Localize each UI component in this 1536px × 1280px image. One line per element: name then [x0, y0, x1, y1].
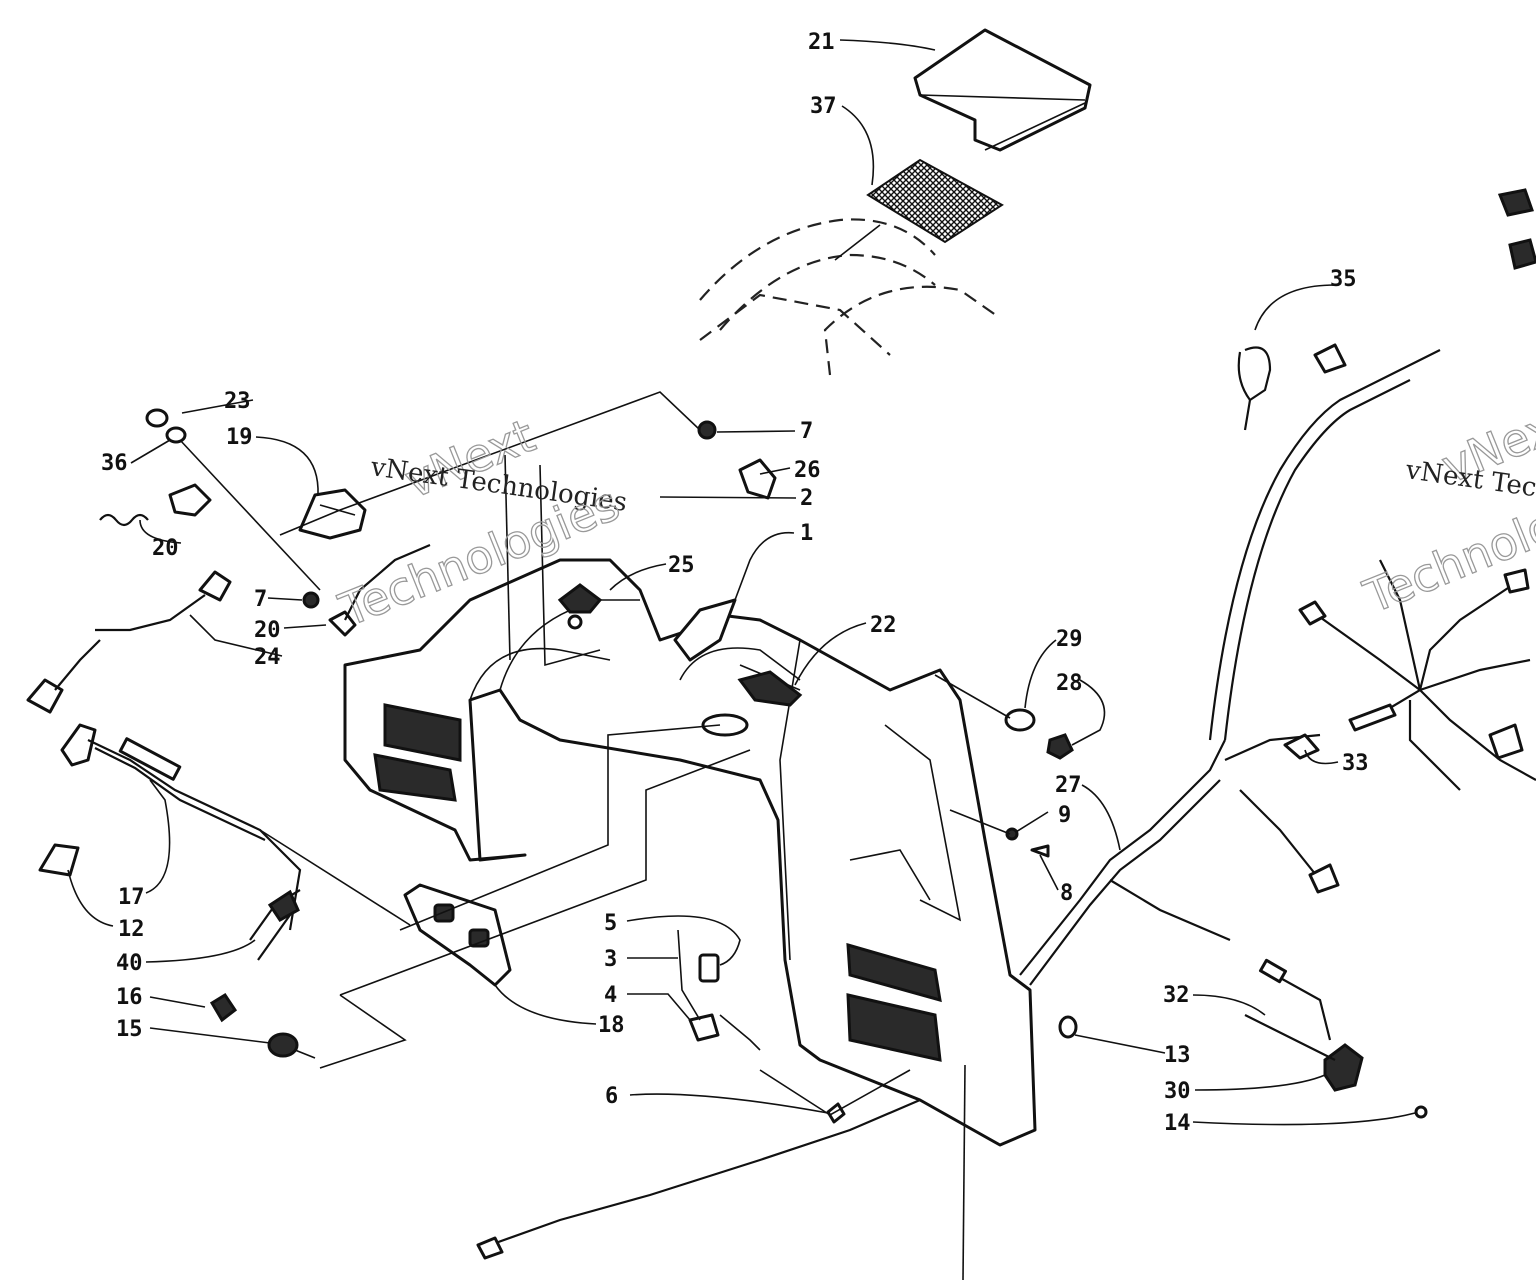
- callout-30: 30: [1164, 1079, 1191, 1104]
- bracket-part-19: [298, 488, 367, 540]
- callout-13: 13: [1164, 1043, 1191, 1068]
- callout-8: 8: [1060, 881, 1073, 906]
- cable-part-40: [249, 889, 301, 961]
- callout-29: 29: [1056, 627, 1083, 652]
- nut-part-28: [1046, 733, 1074, 760]
- callout-7-top: 7: [800, 419, 813, 444]
- callout-4: 4: [604, 983, 617, 1008]
- callout-22: 22: [870, 613, 897, 638]
- screw-part-8: [1030, 844, 1050, 858]
- callout-16: 16: [116, 985, 143, 1010]
- connector-top-right: [1497, 188, 1534, 217]
- washer-part-13: [1058, 1015, 1078, 1039]
- callout-labels: 21 37 23 19 36 20 7 20 24 7 26 2 1 25 22…: [101, 30, 1369, 1136]
- strap-part-35: [1237, 346, 1272, 431]
- nut-part-7-top: [697, 420, 717, 440]
- assembly-lines: [179, 391, 1011, 1280]
- callout-23: 23: [224, 389, 251, 414]
- key-switch-part-15: [267, 1032, 316, 1059]
- plate-part-18: [403, 883, 512, 987]
- callout-15: 15: [116, 1017, 143, 1042]
- callout-32: 32: [1163, 983, 1190, 1008]
- switch-part-30: [1244, 958, 1364, 1092]
- bolt-part-6: [826, 1102, 846, 1124]
- throttle-cable-part-17: [60, 723, 302, 931]
- washer-part-29: [1004, 708, 1036, 732]
- callout-24: 24: [254, 645, 281, 670]
- callout-3: 3: [604, 947, 617, 972]
- callout-2: 2: [800, 486, 813, 511]
- callout-20-bottom: 20: [254, 618, 281, 643]
- callout-1: 1: [800, 521, 813, 546]
- callout-7-left: 7: [254, 587, 267, 612]
- nut-part-7-left: [302, 591, 320, 609]
- callout-37: 37: [810, 94, 837, 119]
- panel-part-1: [673, 598, 737, 662]
- callout-12: 12: [118, 917, 145, 942]
- connector-right: [1508, 238, 1536, 270]
- bracket-part-4: [677, 929, 720, 1042]
- washer-part-36: [165, 426, 187, 444]
- callout-28: 28: [1056, 671, 1083, 696]
- grommet-part-22: [737, 670, 803, 707]
- callout-40: 40: [116, 951, 143, 976]
- callout-21: 21: [808, 30, 835, 55]
- spring-part-20-top: [99, 483, 212, 527]
- callout-25: 25: [668, 553, 695, 578]
- clip-part-33: [1283, 733, 1320, 760]
- callout-18: 18: [598, 1013, 625, 1038]
- key-part-16: [209, 992, 238, 1023]
- connector-part-20-bottom: [328, 543, 431, 637]
- console-body: [343, 558, 1037, 1147]
- callout-26: 26: [794, 458, 821, 483]
- clip-part-25: [557, 583, 603, 630]
- ground-wire: [476, 1098, 921, 1260]
- leader-lines: [67, 39, 1416, 1126]
- callout-35: 35: [1330, 267, 1357, 292]
- grommet-part-23: [145, 408, 169, 428]
- callout-9: 9: [1058, 803, 1071, 828]
- callout-19: 19: [226, 425, 253, 450]
- nut-part-9: [1005, 827, 1019, 841]
- switch-part-26: [738, 458, 777, 500]
- callout-6: 6: [605, 1084, 618, 1109]
- mesh-screen-part-37: [866, 158, 1004, 244]
- callout-33: 33: [1342, 751, 1369, 776]
- nut-part-14: [1414, 1105, 1428, 1119]
- callout-5: 5: [604, 911, 617, 936]
- hood-outline-dashed: [699, 218, 1001, 376]
- lever-part-12: [38, 843, 80, 877]
- callout-27: 27: [1055, 773, 1082, 798]
- callout-36: 36: [101, 451, 128, 476]
- cable-part-24: [26, 570, 232, 714]
- plate-part-21: [913, 28, 1092, 152]
- callout-20-top: 20: [152, 536, 179, 561]
- callout-17: 17: [118, 885, 145, 910]
- callout-14: 14: [1164, 1111, 1191, 1136]
